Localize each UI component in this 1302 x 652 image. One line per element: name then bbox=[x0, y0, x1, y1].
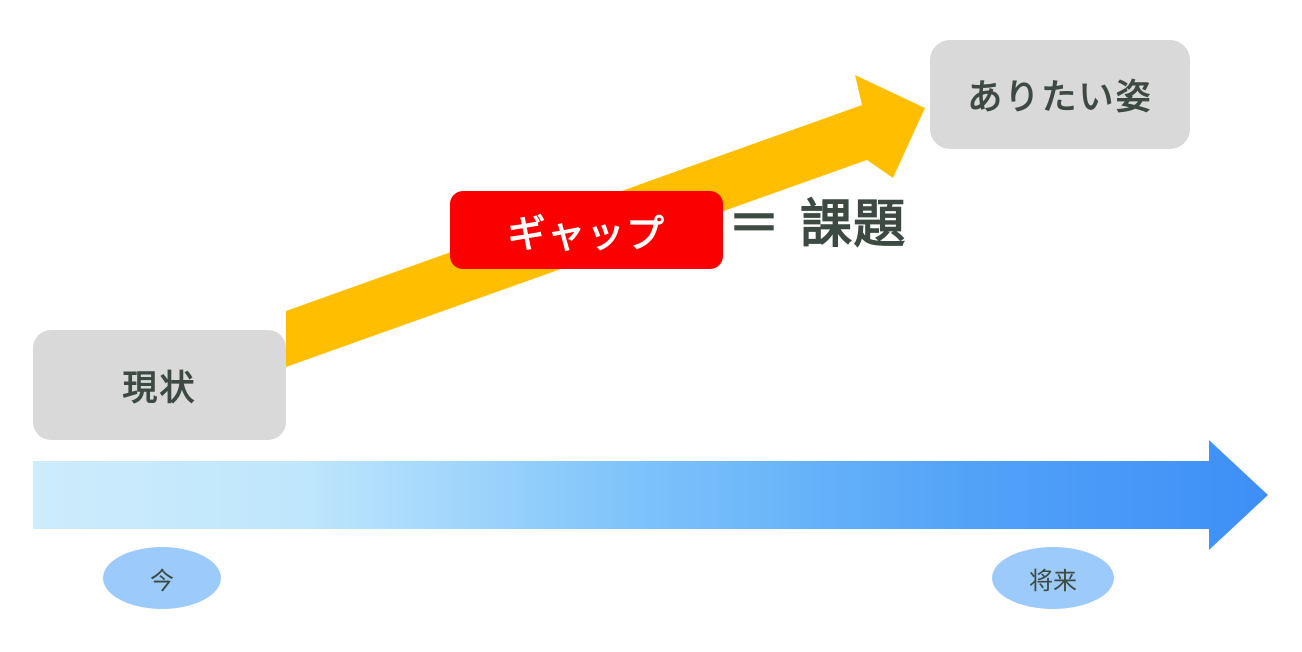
timeline-marker-future[interactable]: 将来 bbox=[992, 547, 1114, 609]
gap-badge[interactable]: ギャップ bbox=[450, 191, 723, 269]
timeline-arrow-shape bbox=[33, 440, 1268, 550]
issue-equals-text: ＝ 課題 bbox=[728, 199, 906, 251]
current-state-label: 現状 bbox=[122, 368, 197, 409]
desired-state-box[interactable]: ありたい姿 bbox=[930, 40, 1190, 149]
timeline-marker-now-label: 今 bbox=[150, 566, 174, 595]
timeline-marker-now[interactable]: 今 bbox=[103, 547, 221, 609]
current-state-box[interactable]: 現状 bbox=[33, 330, 286, 440]
timeline-marker-future-label: 将来 bbox=[1029, 566, 1077, 595]
desired-state-label: ありたい姿 bbox=[967, 78, 1153, 118]
issue-equals-label: ＝ 課題 bbox=[728, 195, 907, 255]
gap-badge-label: ギャップ bbox=[507, 211, 666, 256]
